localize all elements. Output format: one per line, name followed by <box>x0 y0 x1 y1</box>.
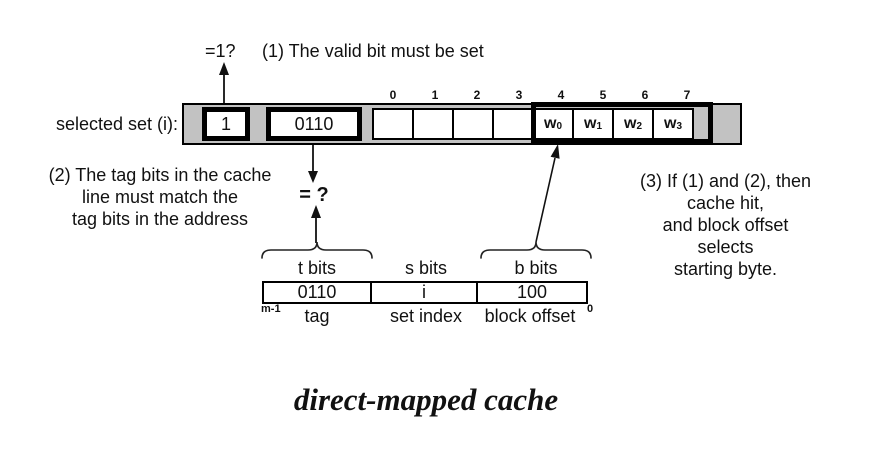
byte-cell-empty <box>492 108 534 140</box>
step3-line: selects <box>697 237 754 257</box>
match-arrow-head <box>311 205 321 218</box>
byte-cell-empty <box>452 108 494 140</box>
address-set-index-cell: i <box>370 281 478 304</box>
word-label: w <box>623 115 637 132</box>
lsb-label: 0 <box>587 303 594 315</box>
tag-field-label: tag <box>304 306 330 326</box>
byte-index: 5 <box>599 88 607 102</box>
byte-index: 6 <box>641 88 649 102</box>
valid-bit-value: 1 <box>220 113 231 134</box>
diagram-caption: direct-mapped cache <box>293 382 559 417</box>
address-table: 0110 i 100 <box>262 281 588 304</box>
t-bits-brace <box>261 241 373 259</box>
valid-check-label: =1? <box>205 41 236 61</box>
valid-bit-box: 1 <box>202 107 250 141</box>
block-offset-arrow-head <box>550 144 560 159</box>
block-offset-field-label: block offset <box>484 306 576 326</box>
selected-set-label: selected set (i): <box>55 114 178 134</box>
byte-index-row: 0 1 2 3 4 5 6 7 <box>372 88 708 102</box>
valid-arrow-head <box>219 62 229 75</box>
step2-line: tag bits in the address <box>71 209 249 229</box>
b-bits-label: b bits <box>514 258 558 278</box>
tag-value: 0110 <box>294 113 334 134</box>
byte-cell-empty <box>372 108 414 140</box>
word-subscript: 0 <box>556 121 562 132</box>
byte-index: 3 <box>515 88 523 102</box>
tag-box: 0110 <box>266 107 362 141</box>
step3-line: cache hit, <box>686 193 765 213</box>
step3-annotation: (3) If (1) and (2), then cache hit, and … <box>598 170 853 280</box>
s-bits-label: s bits <box>404 258 447 278</box>
step2-line: line must match the <box>81 187 239 207</box>
match-check-label: = ? <box>299 184 329 206</box>
word-label: w <box>663 115 677 132</box>
set-index-field-label: set index <box>389 306 463 326</box>
step3-line: (3) If (1) and (2), then <box>639 171 812 191</box>
word-label: w <box>543 115 557 132</box>
byte-index: 7 <box>683 88 691 102</box>
byte-index: 2 <box>473 88 481 102</box>
word-label: w <box>583 115 597 132</box>
word-subscript: 3 <box>676 121 682 132</box>
word-subscript: 2 <box>636 121 642 132</box>
byte-index: 4 <box>557 88 565 102</box>
msb-label: m-1 <box>261 303 281 315</box>
byte-index: 0 <box>389 88 397 102</box>
step3-line: and block offset <box>662 215 789 235</box>
address-tag-cell: 0110 <box>262 281 372 304</box>
step2-annotation: (2) The tag bits in the cache line must … <box>10 164 310 230</box>
address-block-offset-cell: 100 <box>476 281 588 304</box>
word-group-outline <box>531 102 713 144</box>
byte-index: 1 <box>431 88 439 102</box>
block-offset-arrow-line <box>535 157 556 243</box>
byte-cell-empty <box>412 108 454 140</box>
step3-line: starting byte. <box>673 259 778 279</box>
t-bits-label: t bits <box>297 258 336 278</box>
step1-annotation: (1) The valid bit must be set <box>262 41 484 61</box>
step2-line: (2) The tag bits in the cache <box>48 165 272 185</box>
word-subscript: 1 <box>596 121 602 132</box>
b-bits-brace <box>480 241 592 259</box>
